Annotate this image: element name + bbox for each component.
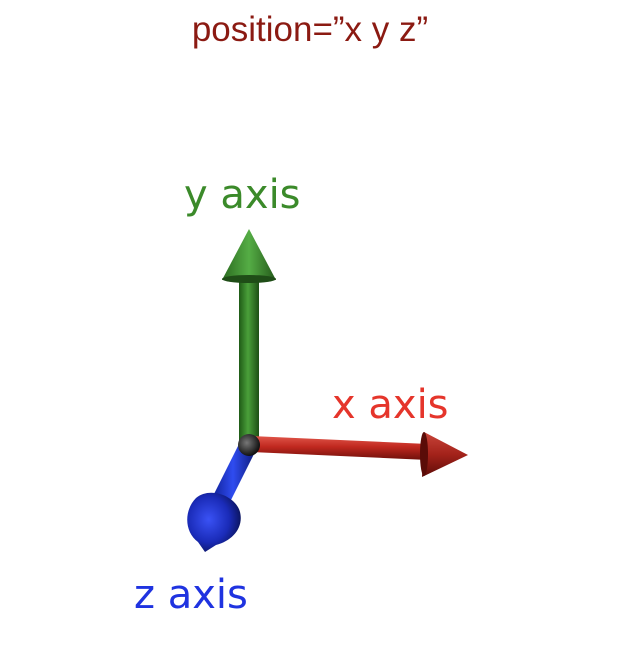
y-axis-arrow	[222, 229, 276, 444]
y-axis-label: y axis	[184, 172, 301, 218]
x-axis-label: x axis	[332, 382, 449, 428]
diagram-title: position=”x y z”	[191, 10, 429, 49]
origin-point	[238, 434, 260, 456]
z-axis-arrow	[187, 440, 257, 552]
x-axis-arrow	[251, 432, 468, 477]
z-axis-label: z axis	[134, 572, 248, 618]
